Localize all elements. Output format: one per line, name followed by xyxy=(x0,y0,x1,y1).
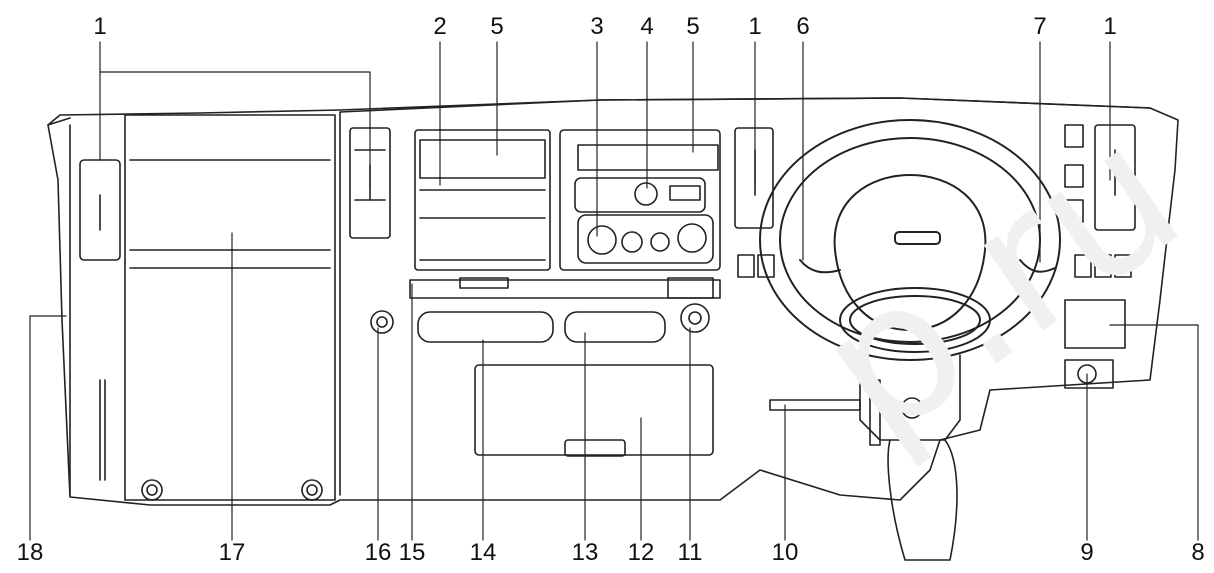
leader-lines xyxy=(29,41,1199,541)
climate-panel xyxy=(559,129,721,271)
left-instrument-switches xyxy=(737,254,775,278)
callout-label: 2 xyxy=(433,13,446,40)
callout-label: 12 xyxy=(628,539,655,566)
callout-label: 15 xyxy=(399,539,426,566)
callout-label: 10 xyxy=(772,539,799,566)
callout-label: 1 xyxy=(93,13,106,40)
left-trim-edge xyxy=(47,117,71,496)
callout-label: 7 xyxy=(1033,13,1046,40)
dashboard-outline xyxy=(47,97,1179,506)
callout-label: 5 xyxy=(686,13,699,40)
vent-far-right-1 xyxy=(1094,124,1136,231)
callout-label: 14 xyxy=(470,539,497,566)
callouts-top: 1 2 5 3 4 5 1 6 7 1 xyxy=(93,13,1116,40)
callouts-bottom: 18 17 16 15 14 13 12 11 10 9 8 xyxy=(17,539,1205,566)
callout-label: 6 xyxy=(796,13,809,40)
callout-label: 4 xyxy=(640,13,653,40)
steering-column xyxy=(769,349,961,561)
callout-label: 9 xyxy=(1080,539,1093,566)
glovebox-17 xyxy=(124,114,336,501)
switch-16 xyxy=(370,310,394,334)
left-side-panel xyxy=(79,159,121,481)
callout-label: 1 xyxy=(748,13,761,40)
callout-label: 8 xyxy=(1191,539,1204,566)
callout-label: 11 xyxy=(678,539,703,566)
callout-label: 1 xyxy=(1103,13,1116,40)
dashboard-top-edge xyxy=(339,97,1151,496)
steering-wheel xyxy=(759,119,1061,361)
callout-label: 16 xyxy=(365,539,392,566)
callout-label: 17 xyxy=(219,539,246,566)
radio-slot-2 xyxy=(414,129,551,271)
callout-label: 13 xyxy=(572,539,599,566)
callout-label: 5 xyxy=(490,13,503,40)
callout-label: 18 xyxy=(17,539,44,566)
lower-centre-console xyxy=(409,277,721,457)
vent-right-1 xyxy=(734,127,774,229)
callout-label: 3 xyxy=(590,13,603,40)
right-switch-column xyxy=(1064,124,1132,389)
